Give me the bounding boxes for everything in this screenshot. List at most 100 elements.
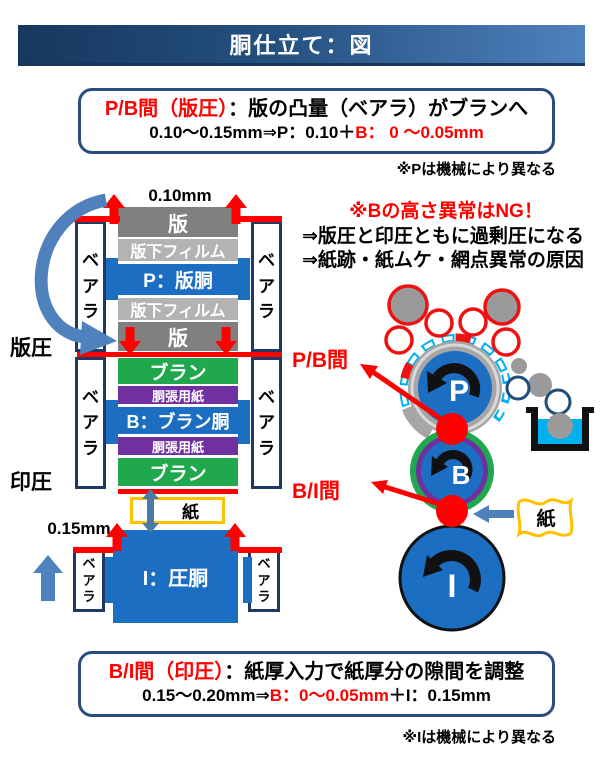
note-i-varies: ※Iは機械により異なる xyxy=(402,729,556,746)
ink-roller-icon xyxy=(458,307,488,337)
impression-cylinder-tab-left xyxy=(105,557,114,603)
pb-gap-info-box: P/B間（版圧）：版の凸量（ベアラ）がブランへ 0.10～0.15mm⇒P：0.… xyxy=(78,88,555,154)
bi-arrow-head xyxy=(371,480,388,494)
paper-feed-arrow-head xyxy=(473,505,489,523)
layer-packing-top: 胴張用紙 xyxy=(118,386,238,404)
arrow-down-icon xyxy=(119,327,141,355)
curved-arrow-icon xyxy=(34,193,108,344)
ink-roller-icon xyxy=(384,325,414,355)
layer-blanket-top: ブラン xyxy=(118,358,238,384)
rotation-arrow-head xyxy=(427,371,447,393)
rotation-arrow-icon xyxy=(436,450,473,480)
rotation-arrow-icon xyxy=(432,363,481,398)
red-pressure-arrows xyxy=(103,194,247,551)
layer-packing-bottom: 胴張用紙 xyxy=(118,437,238,455)
pb-gap-title: P/B間（版圧）：版の凸量（ベアラ）がブランへ xyxy=(81,97,552,122)
plate-cylinder-tab-right xyxy=(238,258,250,300)
ink-roller-icon xyxy=(483,288,521,326)
plate-dash-arc-inner xyxy=(401,335,507,407)
damp-roller-icon xyxy=(505,375,531,401)
paper-flag: 紙 xyxy=(473,497,574,538)
bi-formula-black1: 0.15～0.20mm⇒ xyxy=(142,686,270,705)
plate-pressure-label: 版圧 xyxy=(10,337,52,360)
bearer-upper-right: ベアラ xyxy=(251,221,282,352)
gap-label-arrows xyxy=(360,364,447,509)
bi-arrow xyxy=(381,483,447,509)
gap-value-top: 0.10mm xyxy=(148,186,212,205)
layer-underlay-top: 版下フィルム xyxy=(118,239,238,261)
ink-roller-icon xyxy=(387,284,429,326)
plate-cylinder-circle: P xyxy=(401,341,502,439)
gap-value-bottom: 0.15mm xyxy=(47,519,111,538)
arrow-up-icon xyxy=(224,523,246,551)
blanket-cylinder-tab-left xyxy=(106,400,118,444)
ink-roller-icon xyxy=(491,327,521,357)
bi-gap-info-box: B/I間（印圧）：紙厚入力で紙厚分の隙間を調整 0.15～0.20mm⇒B：0～… xyxy=(78,651,555,717)
cylinder-b-letter: B xyxy=(452,460,471,490)
impression-pressure-line xyxy=(118,489,238,494)
header-bar: 胴仕立て：図 xyxy=(18,25,585,66)
rotation-arrow-head xyxy=(423,555,443,577)
rotation-arrow-icon xyxy=(430,550,481,593)
pb-formula-black: 0.10～0.15mm⇒P：0.10＋ xyxy=(149,123,356,142)
impression-cylinder-circle: I xyxy=(398,524,506,632)
bi-gap-formula: 0.15～0.20mm⇒B：0～0.05mm＋I：0.15mm xyxy=(81,685,552,707)
note-p-varies: ※Pは機械により異なる xyxy=(396,161,556,178)
warning-line3: ⇒紙跡・紙ムケ・網点異常の原因 xyxy=(302,250,584,271)
plate-cylinder-tab-left xyxy=(106,258,118,300)
plate-pressure-line xyxy=(77,352,282,357)
bearer-middle-left: ベアラ xyxy=(75,357,106,489)
layer-underlay-bottom: 版下フィルム xyxy=(118,298,238,320)
pb-formula-red: B： 0 ～0.05mm xyxy=(355,123,484,142)
impression-cylinder-tab-right xyxy=(243,557,252,603)
bi-formula-red: B：0～0.05mm xyxy=(269,686,389,705)
b-core xyxy=(421,440,483,502)
plate-dash-arc-right-inner xyxy=(493,373,509,423)
bi-gap-title: B/I間（印圧）：紙厚入力で紙厚分の隙間を調整 xyxy=(81,660,552,685)
cylinder-i-letter: I xyxy=(448,568,457,604)
bi-gap-title-red: B/I間（印圧） xyxy=(108,661,225,683)
pb-arrow-head xyxy=(360,364,378,379)
paper-flag-shape xyxy=(516,497,574,538)
page-title: 胴仕立て：図 xyxy=(229,33,374,58)
arrow-up-icon xyxy=(103,194,125,224)
ink-roller-icon xyxy=(424,308,454,338)
paper-label: 紙 xyxy=(182,503,199,522)
lift-up-arrow-icon xyxy=(33,555,63,601)
cylinder-gap-arc xyxy=(401,405,433,439)
ink-rollers xyxy=(384,284,521,357)
bi-gap-label: B/I間 xyxy=(292,480,340,503)
pb-arrow xyxy=(368,367,446,424)
bearer-top-line-left xyxy=(73,216,120,222)
damp-roller-icon xyxy=(511,358,527,374)
pan-roller-icon xyxy=(547,413,573,439)
pb-gap-title-red: P/B間（版圧） xyxy=(104,98,229,120)
dampening-unit xyxy=(505,358,594,451)
arrow-up-icon xyxy=(106,523,128,551)
warning-title: ※Bの高さ異常はNG！ xyxy=(349,201,543,222)
bearer-top-line-right xyxy=(233,216,282,222)
paper-flag-label: 紙 xyxy=(536,507,555,530)
p-core xyxy=(418,351,492,425)
paper-gap-box: 紙 xyxy=(130,497,225,524)
rotation-arrow-head xyxy=(431,456,448,476)
cylinder-train: P B I xyxy=(360,284,594,632)
pb-gap-label: P/B間 xyxy=(292,349,349,372)
layer-blanket-bottom: ブラン xyxy=(118,458,238,486)
bi-formula-black2: ＋I：0.15mm xyxy=(388,686,491,705)
impression-pressure-label: 印圧 xyxy=(10,471,52,494)
arrow-up-icon xyxy=(225,194,247,224)
layer-blanket-cylinder: B：ブラン胴 xyxy=(118,407,238,434)
impression-cylinder-box: I：圧胴 xyxy=(113,530,238,623)
i-bearer-line-right xyxy=(229,547,282,553)
layer-plate-cylinder: P：版胴 xyxy=(118,264,238,295)
damp-roller-icon xyxy=(528,373,552,397)
i-bearer-line-left xyxy=(73,547,126,553)
blanket-cylinder-tab-right xyxy=(238,400,250,444)
layer-plate-bottom: 版 xyxy=(118,322,238,351)
pb-gap-formula: 0.10～0.15mm⇒P：0.10＋B： 0 ～0.05mm xyxy=(81,122,552,144)
bi-nip-dot xyxy=(436,495,468,527)
pb-gap-title-black: ：版の凸量（ベアラ）がブランへ xyxy=(228,98,529,120)
